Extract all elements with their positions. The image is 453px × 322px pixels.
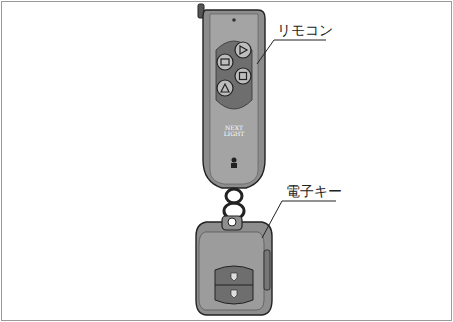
leader-line — [262, 201, 336, 238]
remote-control — [198, 4, 265, 188]
part-label: 電子キー — [286, 183, 342, 199]
leader-line — [257, 40, 326, 64]
electronic-key — [196, 216, 272, 315]
key-ring — [224, 189, 244, 219]
brand-logo: NEXT LIGHT — [223, 125, 245, 137]
part-label: リモコン — [277, 22, 333, 38]
